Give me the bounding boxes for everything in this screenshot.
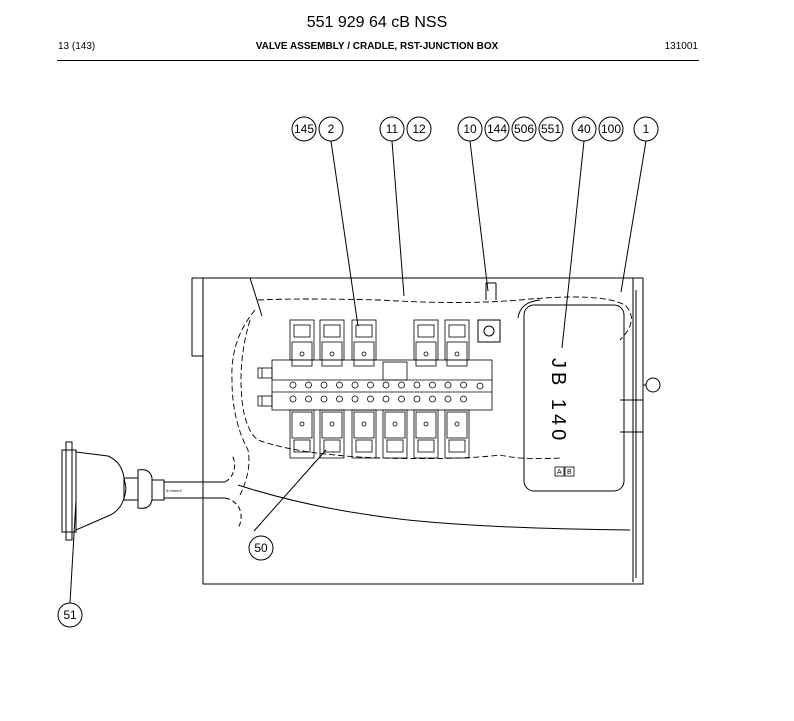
solenoid-coil (319, 409, 345, 459)
solenoid-coil (413, 319, 439, 367)
solenoid-coil (351, 409, 377, 459)
manifold-screw (336, 381, 343, 389)
mounting-bolt (477, 282, 501, 343)
callout-51 (57, 602, 83, 628)
callout-11 (379, 116, 405, 142)
solenoid-coils-bottom (289, 409, 470, 459)
dashed-cable-routing (231, 296, 632, 496)
callout-50 (248, 535, 274, 561)
manifold-screw (413, 395, 421, 403)
callout-11-label: 11 (386, 122, 399, 136)
manifold-screw (320, 381, 328, 389)
leader-lines (69, 140, 647, 604)
callout-1-label: 1 (643, 122, 650, 136)
manifold-screw (351, 381, 359, 389)
solenoid-coil (351, 319, 377, 367)
callout-2-label: 2 (328, 122, 335, 136)
manifold-screw (367, 395, 374, 403)
junction-box-jb140 (517, 299, 625, 492)
callout-balloons (57, 116, 659, 628)
solenoid-coil (382, 409, 408, 459)
manifold-screw (429, 381, 436, 389)
manifold-screw (320, 395, 328, 403)
callout-145-label: 145 (294, 122, 314, 136)
callout-2 (318, 116, 344, 142)
callout-551-label: 551 (541, 122, 561, 136)
callout-51-label: 51 (63, 608, 77, 622)
callout-12 (406, 116, 432, 142)
callout-12-label: 12 (412, 122, 426, 136)
manifold-screw (382, 381, 390, 389)
solenoid-coil (444, 409, 470, 459)
callout-100 (598, 116, 624, 142)
manifold-screw (429, 395, 436, 403)
manifold-screw (336, 395, 343, 403)
callout-1 (633, 116, 659, 142)
manifold-block (382, 361, 408, 381)
callout-10 (457, 116, 483, 142)
callout-50-label: 50 (254, 541, 268, 555)
manifold-screw (444, 381, 452, 389)
callout-145 (291, 116, 317, 142)
callout-506-label: 506 (514, 122, 534, 136)
manifold-screw (351, 395, 359, 403)
callout-144-label: 144 (487, 122, 507, 136)
cable-gland-connector (61, 441, 242, 541)
manifold-screw (398, 381, 405, 389)
manifold-screw (289, 381, 297, 389)
callout-551 (538, 116, 564, 142)
callout-10-label: 10 (463, 122, 477, 136)
manifold-screw (305, 381, 312, 389)
jb-label-a: A (557, 469, 562, 476)
manifold-screw (476, 382, 484, 390)
valve-fittings-left (257, 367, 273, 407)
manifold-screw (382, 395, 390, 403)
manifold-screw (460, 381, 467, 389)
solenoid-coil (413, 409, 439, 459)
manifold-screw (444, 395, 452, 403)
header-rule (57, 60, 699, 61)
solenoid-coils-top (289, 319, 470, 367)
page-title: VALVE ASSEMBLY / CRADLE, RST-JUNCTION BO… (255, 41, 499, 52)
callout-40 (571, 116, 597, 142)
manifold-screw (367, 381, 374, 389)
solenoid-coil (444, 319, 470, 367)
callout-100-label: 100 (601, 122, 621, 136)
document-code: 551 929 64 cB NSS (306, 14, 448, 31)
manifold-screw (398, 395, 405, 403)
solenoid-coil (289, 409, 315, 459)
callout-40-label: 40 (577, 122, 591, 136)
cable-spec: 3×4mm2 (166, 488, 182, 493)
callout-506 (511, 116, 537, 142)
document-date: 131001 (664, 41, 698, 52)
solenoid-coil (319, 319, 345, 367)
jb-label-b: B (567, 469, 572, 476)
manifold-screw (289, 395, 297, 403)
page-number: 13 (143) (58, 41, 96, 52)
manifold-screw (413, 381, 421, 389)
solenoid-coil (289, 319, 315, 367)
enclosure-outline (191, 277, 661, 585)
jb-label: JB 140 (547, 358, 569, 444)
callout-144 (484, 116, 510, 142)
manifold-screw (460, 395, 467, 403)
manifold-screw (305, 395, 312, 403)
valve-assembly (271, 359, 493, 411)
